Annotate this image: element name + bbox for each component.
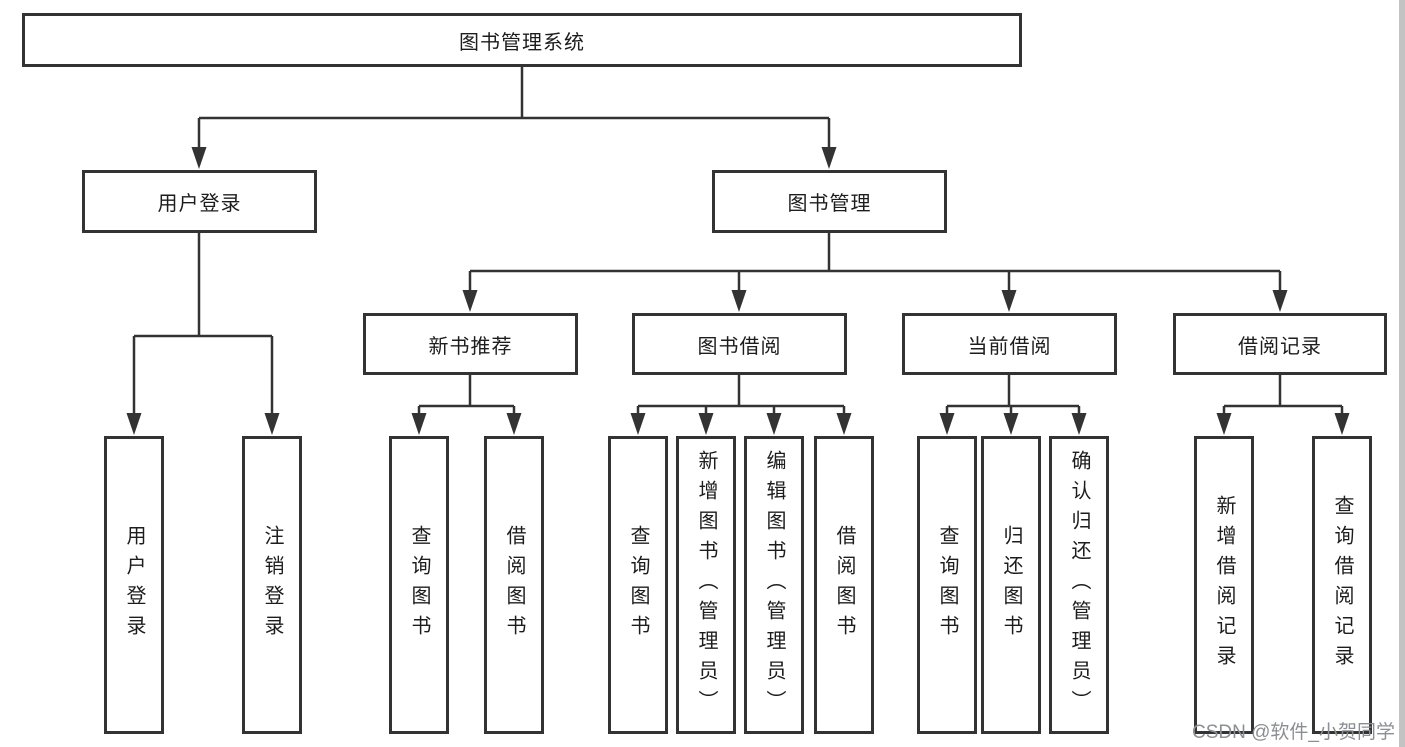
leaf-label: 借阅图书 bbox=[503, 525, 525, 645]
leaf-label: 查询图书 bbox=[936, 525, 958, 645]
node-book-management: 图书管理 bbox=[712, 170, 947, 233]
node-label: 借阅记录 bbox=[1238, 335, 1322, 358]
node-label: 图书管理 bbox=[787, 193, 872, 215]
leaf-user-login: 用户登录 bbox=[104, 436, 164, 734]
arrowhead-icon bbox=[939, 413, 955, 435]
node-label: 当前借阅 bbox=[967, 335, 1052, 358]
connector-path bbox=[945, 375, 1081, 414]
leaf-label: 新增图书（管理员） bbox=[695, 450, 717, 720]
leaf-logout: 注销登录 bbox=[242, 436, 302, 734]
csdn-watermark: CSDN @软件_小贺同学 bbox=[1192, 722, 1395, 743]
connector-path bbox=[417, 375, 516, 414]
leaf-add-book-admin: 新增图书（管理员） bbox=[676, 436, 736, 734]
node-book-borrowing: 图书借阅 bbox=[632, 313, 847, 375]
arrowhead-icon bbox=[1272, 290, 1288, 312]
arrowhead-icon bbox=[506, 413, 522, 435]
node-user-login: 用户登录 bbox=[82, 170, 317, 233]
leaf-label: 用户登录 bbox=[123, 525, 145, 645]
connector-path bbox=[197, 67, 831, 148]
leaf-query-borrow-record: 查询借阅记录 bbox=[1312, 436, 1372, 734]
connector-path bbox=[636, 375, 846, 414]
arrowhead-icon bbox=[1003, 413, 1019, 435]
node-current-borrowing: 当前借阅 bbox=[902, 313, 1117, 375]
leaf-confirm-return-admin: 确认归还（管理员） bbox=[1049, 436, 1109, 734]
arrowhead-icon bbox=[264, 413, 280, 435]
leaf-label: 编辑图书（管理员） bbox=[763, 450, 785, 720]
node-label: 图书借阅 bbox=[697, 335, 782, 358]
arrowhead-icon bbox=[191, 147, 207, 169]
leaf-query-books-current: 查询图书 bbox=[917, 436, 977, 734]
arrowhead-icon bbox=[698, 413, 714, 435]
leaf-label: 确认归还（管理员） bbox=[1068, 450, 1090, 720]
arrowhead-icon bbox=[836, 413, 852, 435]
arrowhead-icon bbox=[126, 413, 142, 435]
arrowhead-icon bbox=[821, 147, 837, 169]
leaf-label: 新增借阅记录 bbox=[1213, 495, 1235, 675]
leaf-label: 查询图书 bbox=[627, 525, 649, 645]
leaf-return-books: 归还图书 bbox=[981, 436, 1041, 734]
leaf-borrow-books-recommend: 借阅图书 bbox=[484, 436, 544, 734]
arrowhead-icon bbox=[1001, 290, 1017, 312]
leaf-add-borrow-record: 新增借阅记录 bbox=[1194, 436, 1254, 734]
node-root-system: 图书管理系统 bbox=[22, 13, 1022, 67]
right-edge-strip bbox=[1399, 0, 1405, 747]
leaf-query-books-borrowing: 查询图书 bbox=[608, 436, 668, 734]
arrowhead-icon bbox=[411, 413, 427, 435]
leaf-edit-book-admin: 编辑图书（管理员） bbox=[744, 436, 804, 734]
node-new-book-recommend: 新书推荐 bbox=[363, 313, 578, 375]
connector-path bbox=[468, 233, 1282, 291]
arrowhead-icon bbox=[731, 290, 747, 312]
leaf-label: 注销登录 bbox=[261, 525, 283, 645]
leaf-label: 查询图书 bbox=[408, 525, 430, 645]
node-label: 用户登录 bbox=[157, 193, 242, 215]
leaf-label: 查询借阅记录 bbox=[1331, 495, 1353, 675]
arrowhead-icon bbox=[766, 413, 782, 435]
connector-path bbox=[1222, 375, 1344, 414]
arrowhead-icon bbox=[630, 413, 646, 435]
node-borrow-records: 借阅记录 bbox=[1173, 313, 1387, 375]
arrowhead-icon bbox=[1334, 413, 1350, 435]
leaf-label: 归还图书 bbox=[1000, 525, 1022, 645]
leaf-query-books-recommend: 查询图书 bbox=[389, 436, 449, 734]
arrowhead-icon bbox=[462, 290, 478, 312]
node-label: 新书推荐 bbox=[428, 335, 513, 358]
node-label: 图书管理系统 bbox=[459, 31, 585, 54]
leaf-borrow-books-borrowing: 借阅图书 bbox=[814, 436, 874, 734]
connector-path bbox=[132, 233, 274, 414]
arrowhead-icon bbox=[1216, 413, 1232, 435]
arrowhead-icon bbox=[1071, 413, 1087, 435]
leaf-label: 借阅图书 bbox=[833, 525, 855, 645]
